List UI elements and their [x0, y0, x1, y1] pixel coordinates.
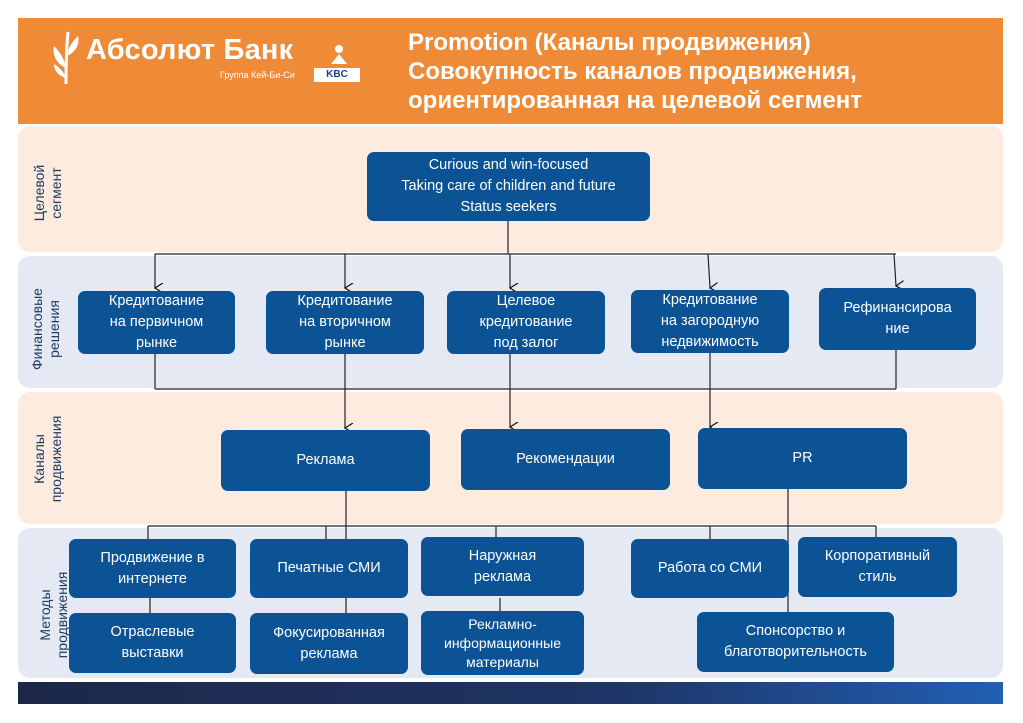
solution-box: Кредитование на вторичном рынке [266, 291, 424, 354]
connector-arrow [707, 253, 710, 288]
channel-box: Реклама [221, 430, 430, 491]
solution-line: на загородную [660, 313, 760, 329]
title-line: ориентированная на целевой сегмент [408, 87, 862, 114]
method-line: выставки [121, 645, 184, 661]
solution-line: Целевое [496, 293, 556, 309]
header-banner [18, 18, 1003, 124]
method-box: Наружная реклама [421, 537, 584, 596]
wheat-logo-icon [53, 31, 79, 85]
solution-line: кредитование [479, 314, 573, 330]
solution-line: ние [885, 321, 910, 337]
solution-line: Кредитование [108, 293, 205, 309]
solution-line: Кредитование [662, 292, 758, 308]
title-line: Promotion (Каналы продвижения) [408, 29, 811, 56]
kbc-badge: KBC [314, 68, 360, 82]
footer-bar [18, 682, 1003, 704]
method-line: интернете [118, 570, 187, 587]
solution-line: на вторичном [299, 314, 391, 330]
kbc-figure-icon [331, 45, 347, 64]
method-line: Наружная [468, 547, 537, 564]
method-box: Отраслевые выставки [69, 613, 236, 673]
method-line: Продвижение в [100, 549, 205, 566]
method-box: Работа со СМИ [631, 539, 789, 598]
segment-line: Taking care of children and future [401, 178, 616, 194]
title-line: Совокупность каналов продвижения, [408, 58, 857, 85]
bank-logo: Абсолют Банк Группа Кей-Би-Си KBC [48, 24, 378, 104]
method-line: Рекламно- [468, 615, 537, 632]
method-box: Печатные СМИ [250, 539, 408, 598]
channel-label: Реклама [296, 452, 355, 468]
channel-label: PR [792, 450, 813, 466]
method-line: Фокусированная [273, 624, 385, 641]
connector-arrow [893, 253, 896, 286]
method-line: Отраслевые [110, 624, 195, 640]
logo-bank-name: Абсолют Банк [86, 34, 294, 66]
solution-line: Кредитование [297, 293, 393, 309]
method-line: благотворительность [724, 644, 867, 660]
method-line: реклама [300, 645, 358, 662]
method-line: Работа со СМИ [657, 560, 763, 576]
solution-box: Кредитование на загородную недвижимость [631, 290, 789, 353]
method-box: Продвижение в интернете [69, 539, 236, 598]
solution-line: недвижимость [661, 334, 759, 350]
channel-box: Рекомендации [461, 429, 670, 490]
method-box: Спонсорство и благотворительность [697, 612, 894, 672]
solution-line: рынке [324, 335, 366, 351]
solution-line: под залог [493, 335, 559, 351]
channel-label: Рекомендации [516, 451, 615, 467]
segment-line: Curious and win-focused [428, 157, 589, 173]
method-box: Корпоративный стиль [798, 537, 957, 597]
page-title: Promotion (Каналы продвижения) Совокупно… [408, 28, 862, 115]
solution-box: Кредитование на первичном рынке [78, 291, 235, 354]
method-box: Фокусированная реклама [250, 613, 408, 674]
solution-line: Рефинансирова [843, 300, 952, 316]
solution-line: рынке [135, 335, 178, 351]
logo-subtitle: Группа Кей-Би-Си [220, 70, 295, 80]
method-line: материалы [466, 653, 539, 670]
target-segment-box: Curious and win-focused Taking care of c… [367, 152, 650, 221]
method-box: Рекламно- информационные материалы [421, 611, 584, 675]
method-line: Корпоративный [824, 548, 931, 564]
segment-line: Status seekers [460, 199, 557, 215]
method-line: стиль [858, 569, 897, 585]
channel-box: PR [698, 428, 907, 489]
solution-line: на первичном [109, 314, 204, 330]
method-line: информационные [444, 634, 561, 651]
method-line: Печатные СМИ [277, 560, 381, 576]
method-line: реклама [473, 568, 532, 585]
solution-box: Целевое кредитование под залог [447, 291, 605, 354]
method-line: Спонсорство и [745, 623, 846, 639]
solution-box: Рефинансирова ние [819, 288, 976, 350]
